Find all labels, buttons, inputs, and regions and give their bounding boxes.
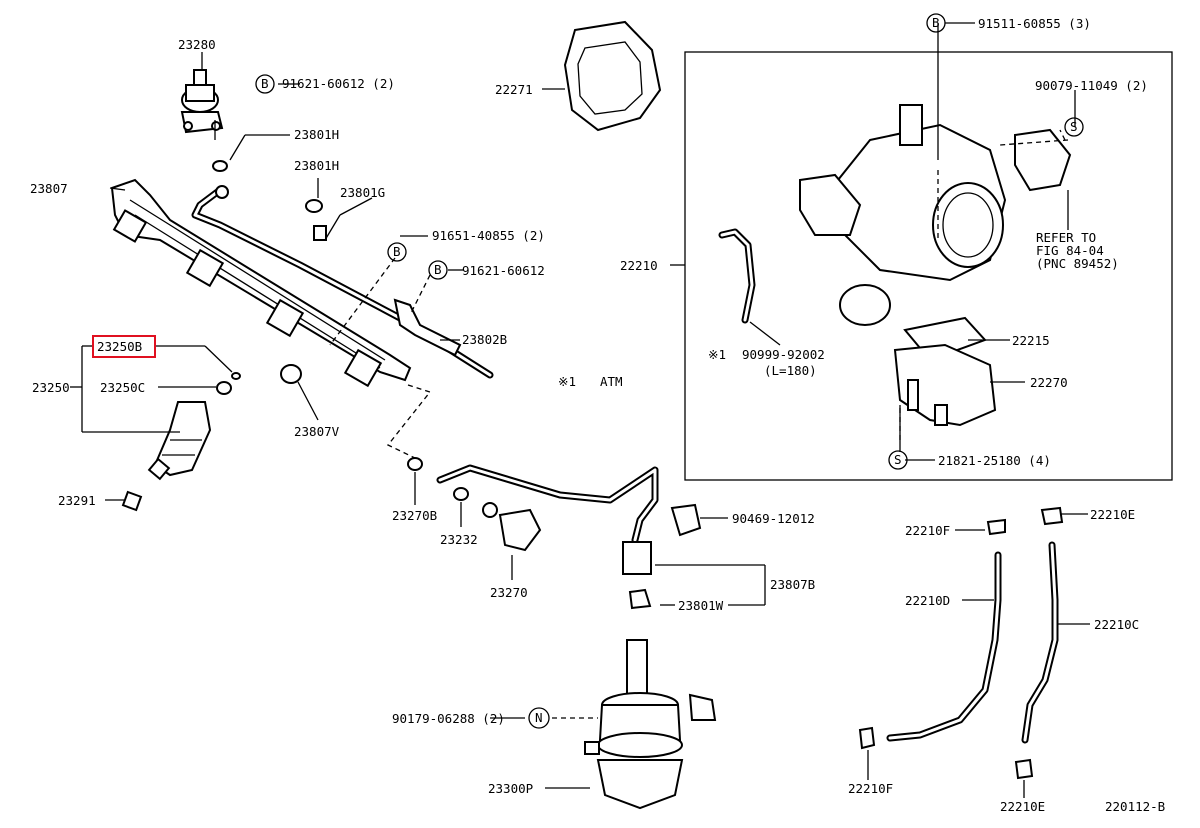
hose-22210d: [886, 551, 1002, 742]
part-label-91621-60612[interactable]: 91621-60612: [462, 263, 545, 278]
part-label-23280[interactable]: 23280: [178, 37, 216, 52]
part-label-90079-11049[interactable]: 90079-11049 (2): [1035, 78, 1148, 93]
highlight-box-23250b: [92, 335, 156, 358]
callout-letter: B: [393, 244, 401, 259]
pressure-regulator-drawing: [180, 69, 224, 134]
part-label-22210d[interactable]: 22210D: [905, 593, 950, 608]
hose-length-note: (L=180): [764, 363, 817, 378]
part-label-23232[interactable]: 23232: [440, 532, 478, 547]
part-label-22210f-bottom[interactable]: 22210F: [848, 781, 893, 796]
part-label-23300p[interactable]: 23300P: [488, 781, 533, 796]
fuel-pump-drawing: [584, 639, 717, 810]
gasket-23270b: [407, 457, 423, 471]
callout-b-top: B: [926, 13, 946, 33]
callout-n-pump: N: [528, 707, 550, 729]
grommet-23250b: [231, 372, 241, 380]
callout-b-rail: B: [387, 242, 407, 262]
part-label-23801g[interactable]: 23801G: [340, 185, 385, 200]
callout-b-regulator: B: [255, 74, 275, 94]
gasket-23232: [453, 487, 469, 501]
insulator-23291: [121, 490, 143, 512]
part-label-21821-25180[interactable]: 21821-25180 (4): [938, 453, 1051, 468]
hose-fitting-23807b: [622, 541, 652, 575]
part-label-23270b[interactable]: 23270B: [392, 508, 437, 523]
part-label-23801w[interactable]: 23801W: [678, 598, 724, 613]
callout-letter: B: [932, 15, 940, 30]
clip-23801w: [628, 588, 652, 610]
part-label-91511-60855[interactable]: 91511-60855 (3): [978, 16, 1091, 31]
fuel-hose-23807b: [436, 464, 659, 544]
callout-letter: N: [535, 710, 543, 725]
hose-mark: ※1: [708, 347, 726, 362]
part-label-23802b[interactable]: 23802B: [462, 332, 507, 347]
part-label-90999-92002[interactable]: 90999-92002: [742, 347, 825, 362]
atm-note: ATM: [600, 374, 623, 389]
fuel-injector-drawing: [147, 401, 212, 481]
callout-s-sensor: S: [1064, 117, 1084, 137]
part-label-23801h-b[interactable]: 23801H: [294, 158, 339, 173]
insulator-23807v: [280, 364, 302, 384]
atm-mark: ※1: [558, 374, 576, 389]
part-label-22271[interactable]: 22271: [495, 82, 533, 97]
part-label-91621-60612-2[interactable]: 91621-60612 (2): [282, 76, 395, 91]
clip-22210f-top: [986, 518, 1006, 536]
part-label-23807v[interactable]: 23807V: [294, 424, 340, 439]
gasket-23801h: [305, 199, 323, 213]
part-label-90179-06288[interactable]: 90179-06288 (2): [392, 711, 505, 726]
part-label-22210e-top[interactable]: 22210E: [1090, 507, 1135, 522]
throttle-body-group-box: [684, 51, 1173, 481]
callout-letter: B: [261, 76, 269, 91]
part-label-22210f-top[interactable]: 22210F: [905, 523, 950, 538]
fuel-rail-drawing: [110, 178, 494, 388]
throttle-position-sensor-drawing: [1014, 128, 1072, 192]
clamp-90469-12012: [670, 503, 702, 537]
part-label-23807b[interactable]: 23807B: [770, 577, 815, 592]
o-ring-23801h: [212, 160, 228, 172]
part-label-23270[interactable]: 23270: [490, 585, 528, 600]
part-label-91651-40855[interactable]: 91651-40855 (2): [432, 228, 545, 243]
part-label-22215[interactable]: 22215: [1012, 333, 1050, 348]
leader-lines: [70, 22, 1090, 798]
part-label-23807[interactable]: 23807: [30, 181, 68, 196]
part-label-23250[interactable]: 23250: [32, 380, 70, 395]
part-label-23250c[interactable]: 23250C: [100, 380, 145, 395]
clip-22210f-bottom: [858, 726, 876, 750]
refer-note-line1: REFER TO: [1036, 230, 1096, 245]
part-label-23250b[interactable]: 23250B: [97, 339, 142, 354]
callout-letter: S: [1070, 119, 1078, 134]
refer-note-line3: (PNC 89452): [1036, 256, 1119, 271]
refer-note-line2: FIG 84-04: [1036, 243, 1104, 258]
dashed-leader-lines: [329, 129, 1069, 719]
part-label-22210c[interactable]: 22210C: [1094, 617, 1139, 632]
callout-s-iac: S: [888, 450, 908, 470]
union-bolt-23801g: [313, 225, 327, 241]
callout-b-bracket: B: [428, 260, 448, 280]
part-labels[interactable]: 23280 91621-60612 (2) 23801H 23801H 2380…: [30, 16, 1148, 814]
part-label-22270[interactable]: 22270: [1030, 375, 1068, 390]
clip-22210e-bottom: [1014, 758, 1034, 780]
part-label-90469-12012[interactable]: 90469-12012: [732, 511, 815, 526]
pulsation-damper-23270-drawing: [482, 502, 542, 552]
part-label-22210[interactable]: 22210: [620, 258, 658, 273]
idle-air-control-valve-drawing: [893, 316, 997, 427]
callout-letter: B: [434, 262, 442, 277]
figure-id: 220112-B: [1105, 799, 1165, 814]
part-label-22210e-bottom[interactable]: 22210E: [1000, 799, 1045, 814]
throttle-body-drawing: [799, 104, 1072, 326]
gasket-22271: [563, 20, 662, 132]
callout-letter: S: [894, 452, 902, 467]
part-label-23801h-a[interactable]: 23801H: [294, 127, 339, 142]
o-ring-23250c: [216, 381, 232, 395]
clip-22210e-top: [1040, 506, 1064, 526]
part-label-23291[interactable]: 23291: [58, 493, 96, 508]
